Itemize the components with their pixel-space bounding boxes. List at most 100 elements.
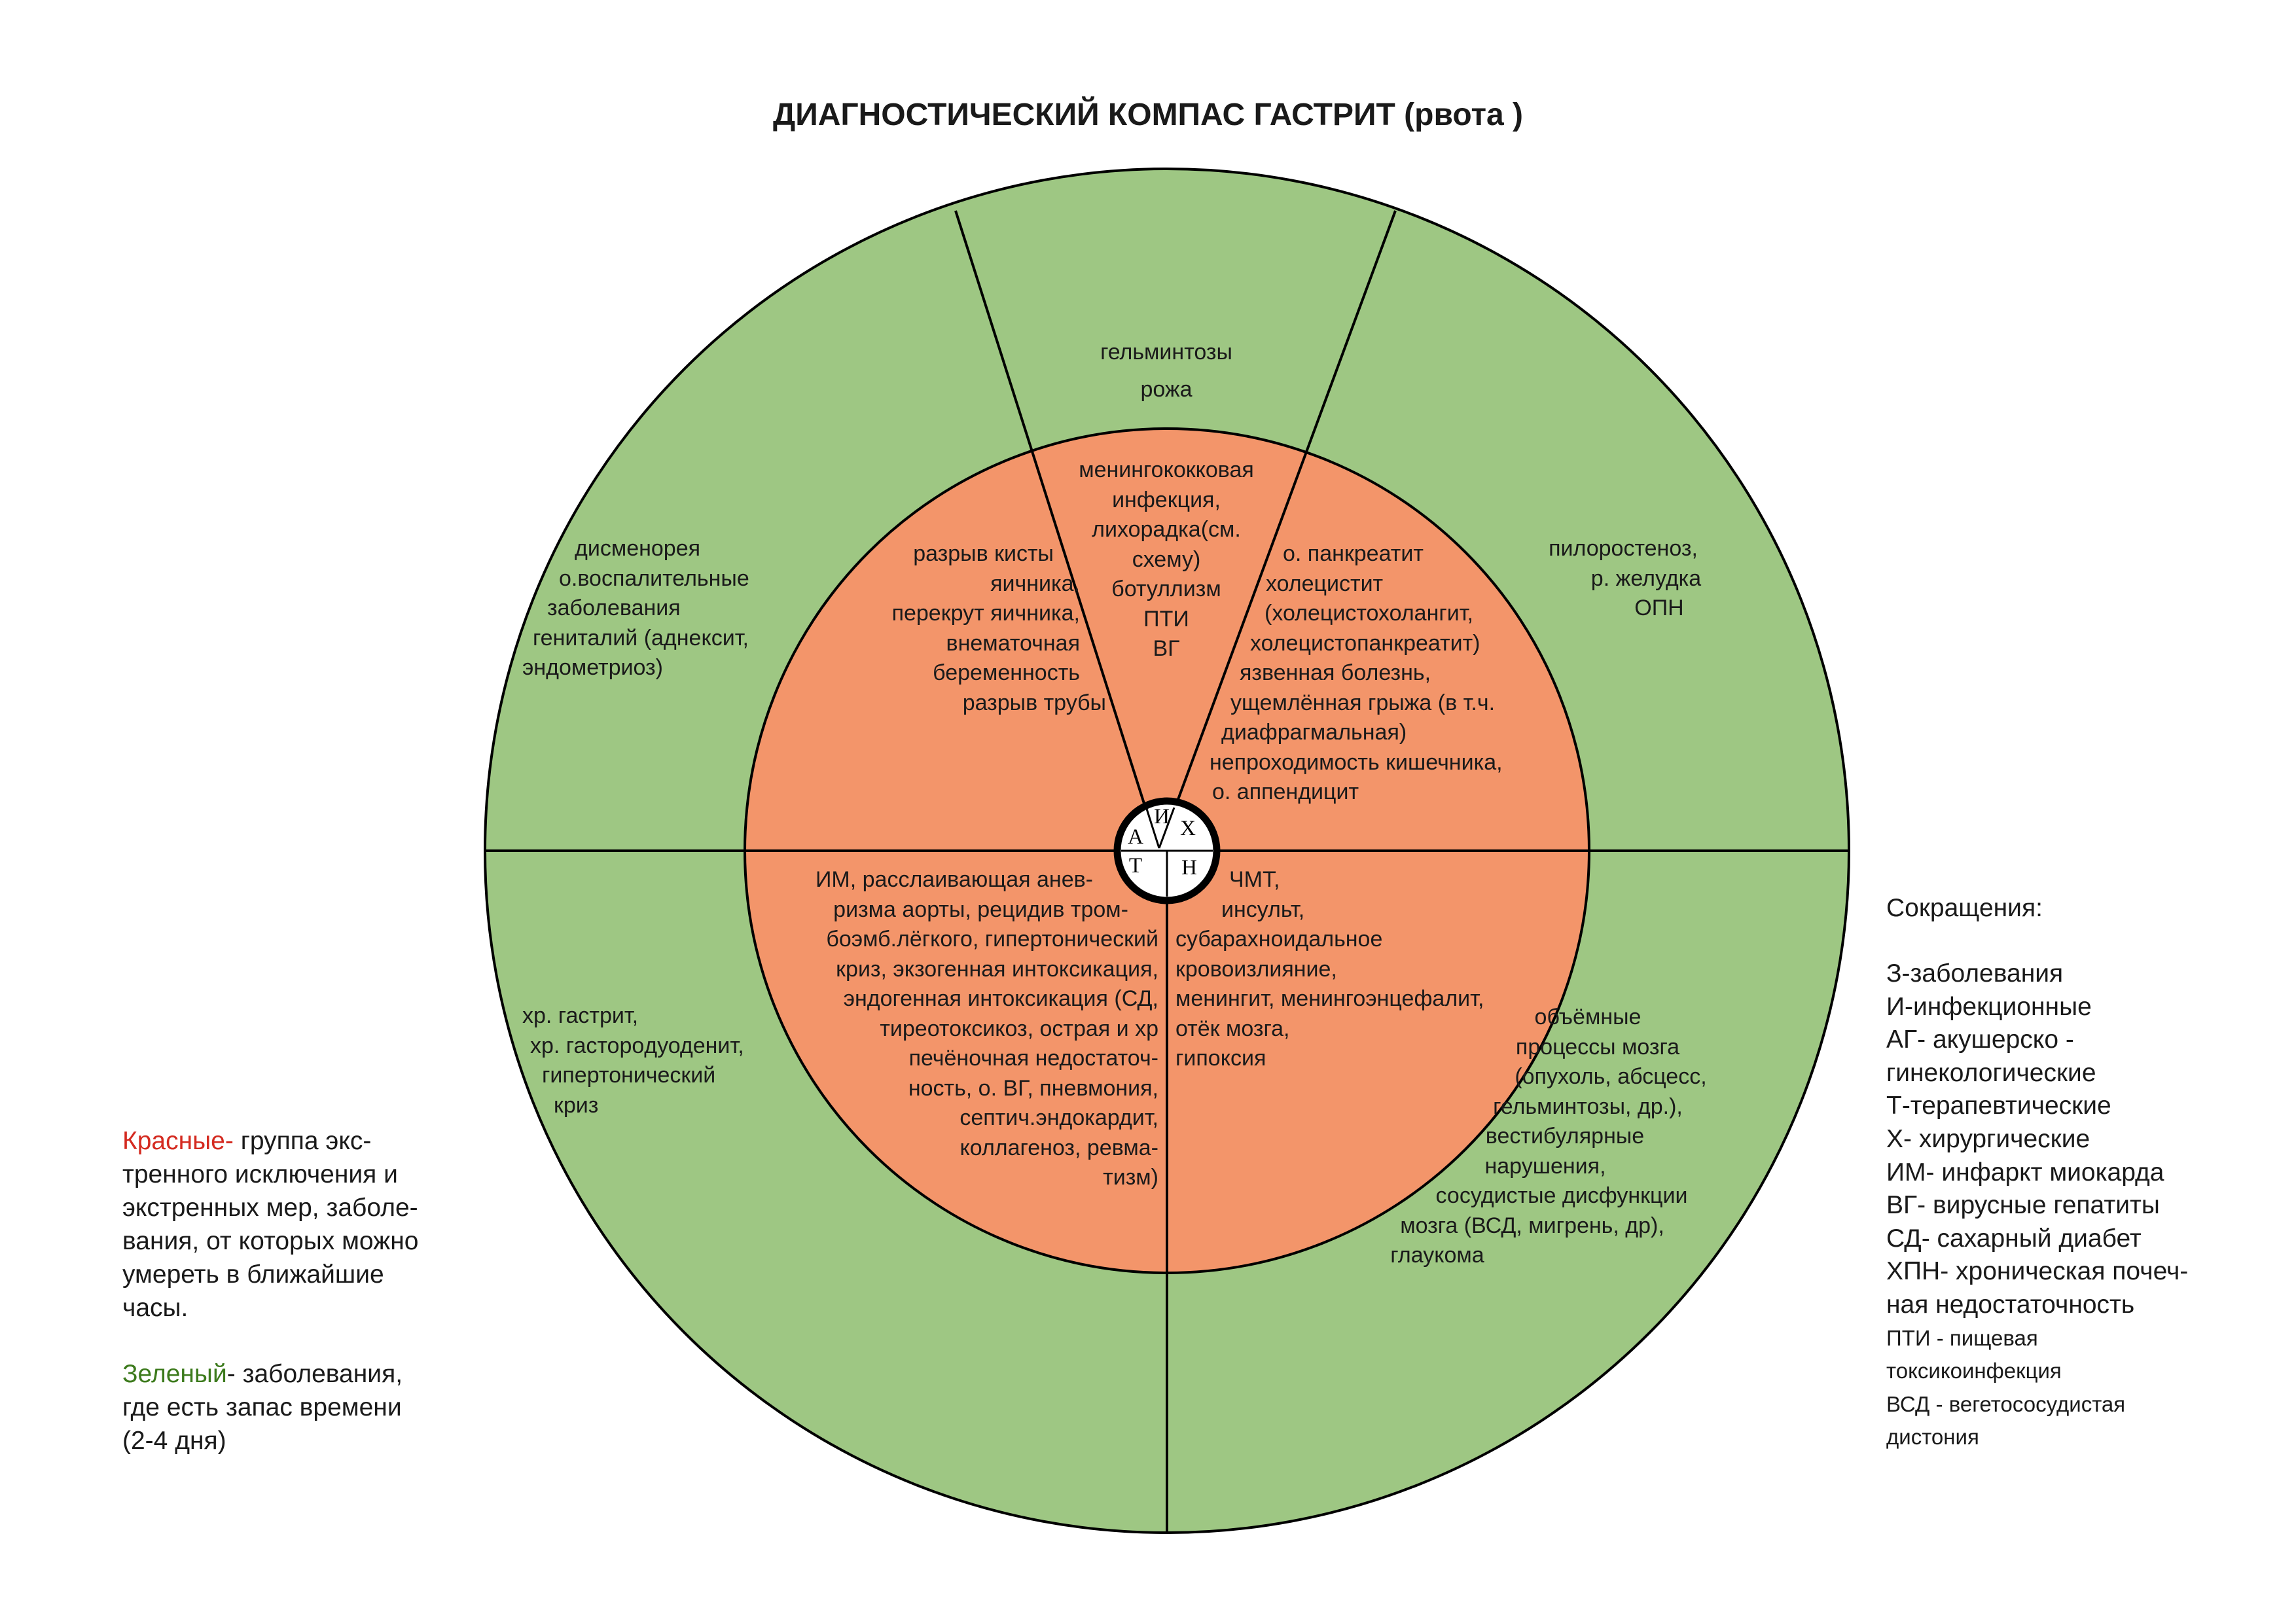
legend-green-text: (2-4 дня) (122, 1427, 226, 1455)
sector-text-line: коллагеноз, ревма- (960, 1135, 1158, 1160)
legend-red-text: вания, от которых можно (122, 1227, 419, 1255)
sector-text-line: объёмные (1534, 1005, 1641, 1029)
sector-text-line: разрыв трубы (962, 690, 1106, 715)
sector-text-line: схему) (1132, 546, 1201, 572)
center-letter-i: И (1154, 805, 1170, 829)
sector-text-line: инсульт, (1221, 897, 1305, 922)
sector-text-line: беременность (933, 660, 1080, 685)
sector-text-line: лихорадка(см. (1092, 517, 1241, 542)
abbreviations-panel: Сокращения: З-заболевания И-инфекционные… (1886, 891, 2188, 1454)
legend-green: Зеленый- заболевания, где есть запас вре… (122, 1357, 403, 1457)
sector-text-line: ботуллизм (1111, 577, 1221, 601)
legend-red-text: экстренных мер, заболе- (122, 1194, 418, 1222)
sector-text-line: боэмб.лёгкого, гипертонический (826, 927, 1158, 952)
abbreviation-item: ВГ- вирусные гепатиты (1886, 1191, 2160, 1220)
sector-text-line: менингит, менингоэнцефалит, (1175, 986, 1484, 1011)
sector-text-line: ризма аорты, рецидив тром- (833, 897, 1128, 922)
abbreviation-item: СД- сахарный диабет (1886, 1224, 2142, 1253)
sector-text-line: ПТИ (1143, 606, 1189, 632)
sector-inner-top: менингококковая инфекция, лихорадка(см. … (1055, 455, 1278, 664)
legend-green-text: где есть запас времени (122, 1393, 402, 1421)
sector-text-line: (опухоль, абсцесс, (1515, 1064, 1707, 1089)
center-letter-t: Т (1129, 854, 1142, 878)
abbreviation-item: АГ- акушерско - (1886, 1026, 2074, 1054)
sector-text-line: холецистопанкреатит) (1250, 630, 1480, 656)
divider-top-left (954, 210, 1160, 851)
sector-text-line: гельминтозы, др.), (1493, 1094, 1683, 1119)
sector-text-line: ИМ, расслаивающая анев- (815, 867, 1093, 892)
sector-inner-bottom-right: ЧМТ, инсульт, субарахноидальное кровоизл… (1175, 865, 1568, 1074)
sector-text-line: тиреотоксикоз, острая и хр (880, 1016, 1158, 1041)
sector-outer-top: гельминтозы рожа (1086, 338, 1246, 404)
sector-text-line: яичника, (990, 571, 1080, 596)
sector-text-line: криз (554, 1092, 599, 1118)
abbreviation-item: гинекологические (1886, 1058, 2096, 1087)
sector-outer-bottom-right: объёмные процессы мозга (опухоль, абсцес… (1365, 1003, 1758, 1271)
sector-text-line: внематочная (946, 630, 1080, 656)
sector-text-line: печёночная недостаточ- (908, 1046, 1158, 1071)
sector-text-line: диафрагмальная) (1221, 720, 1407, 745)
sector-outer-top-left: дисменорея о.воспалительные заболевания … (522, 534, 823, 683)
sector-text-line: хр. гасторoдуоденит, (530, 1033, 744, 1058)
sector-text-line: рожа (1140, 376, 1193, 402)
sector-text-line: процессы мозга (1515, 1034, 1680, 1060)
sector-text-line: сосудистые дисфункции (1435, 1183, 1688, 1208)
sector-text-line: р. желудка (1590, 565, 1702, 591)
sector-text-line: инфекция, (1112, 487, 1221, 512)
center-letter-h: Х (1180, 817, 1196, 840)
sector-text-line: пилоростеноз, (1549, 536, 1698, 561)
sector-text-line: холецистит (1266, 571, 1384, 596)
abbreviation-item: Х- хирургические (1886, 1124, 2090, 1153)
sector-text-line: криз, экзогенная интоксикация, (836, 956, 1158, 982)
sector-text-line: эндометриоз) (522, 655, 663, 680)
sector-text-line: разрыв кисты (913, 541, 1054, 566)
sector-text-line: гипертонический (542, 1063, 716, 1088)
sector-text-line: вестибулярные (1485, 1124, 1645, 1149)
sector-text-line: непроходимость кишечника, (1210, 749, 1503, 775)
legend-red-word: Красные- (122, 1127, 234, 1155)
sector-text-line: менингококковая (1079, 457, 1254, 482)
page-title: ДИАГНОСТИЧЕСКИЙ КОМПАС ГАСТРИТ (рвота ) (773, 98, 1523, 132)
sector-text-line: заболевания (547, 596, 681, 620)
abbreviation-item: ПТИ - пищевая (1886, 1325, 2038, 1350)
legend-red-text: умереть в ближайшие (122, 1260, 384, 1289)
abbreviation-item: ИМ- инфаркт миокарда (1886, 1158, 2164, 1186)
abbreviation-item: З-заболевания (1886, 959, 2064, 988)
divider-top-right (1158, 210, 1397, 851)
sector-text-line: (холецистохолангит, (1265, 601, 1473, 626)
sector-text-line: ущемлённая грыжа (в т.ч. (1230, 690, 1496, 715)
center-letter-a: А (1128, 825, 1143, 849)
sector-text-line: кровоизлияние, (1175, 956, 1337, 982)
abbreviation-item: Т-терапевтические (1886, 1092, 2111, 1120)
sector-text-line: субарахноидальное (1175, 927, 1383, 952)
sector-text-line: тизм) (1103, 1165, 1158, 1190)
abbreviation-item: ВСД - вегетососудистая (1886, 1391, 2126, 1416)
sector-inner-bottom-left: ИМ, расслаивающая анев- ризма аорты, рец… (753, 865, 1158, 1193)
abbreviation-item: И-инфекционные (1886, 992, 2092, 1021)
sector-text-line: хр. гастрит, (522, 1003, 639, 1028)
sector-text-line: язвенная болезнь, (1240, 660, 1431, 685)
legend-green-word: Зеленый (122, 1360, 227, 1388)
sector-inner-top-right: о. панкреатит холецистит (холецистохолан… (1210, 539, 1550, 808)
abbreviation-item: дистония (1886, 1425, 1979, 1450)
sector-text-line: гипоксия (1175, 1046, 1266, 1071)
sector-text-line: ЧМТ, (1229, 867, 1280, 892)
abbreviation-item: токсикоинфекция (1886, 1359, 2062, 1383)
abbreviations-heading: Сокращения: (1886, 894, 2043, 922)
sector-text-line: глаукома (1390, 1243, 1484, 1268)
legend-red-text: группа экс- (233, 1127, 372, 1155)
sector-text-line: ВГ (1153, 636, 1180, 661)
sector-text-line: гельминтозы (1100, 340, 1232, 365)
sector-text-line: о. аппендицит (1212, 779, 1359, 804)
sector-outer-top-right: пилоростеноз, р. желудка ОПН (1538, 534, 1734, 624)
sector-text-line: перекрут яичника, (891, 601, 1080, 626)
sector-text-line: эндогенная интоксикация (СД, (843, 986, 1158, 1011)
sector-text-line: отёк мозга, (1175, 1016, 1290, 1041)
legend-red-text: часы. (122, 1294, 188, 1322)
sector-outer-bottom-left: хр. гастрит, хр. гасторoдуоденит, гиперт… (522, 1001, 823, 1120)
sector-text-line: ОПН (1634, 596, 1684, 620)
sector-text-line: ность, о. ВГ, пневмония, (908, 1075, 1158, 1101)
sector-inner-top-left: разрыв кисты яичника, перекрут яичника, … (838, 539, 1106, 718)
abbreviation-item: ная недостаточность (1886, 1290, 2135, 1319)
